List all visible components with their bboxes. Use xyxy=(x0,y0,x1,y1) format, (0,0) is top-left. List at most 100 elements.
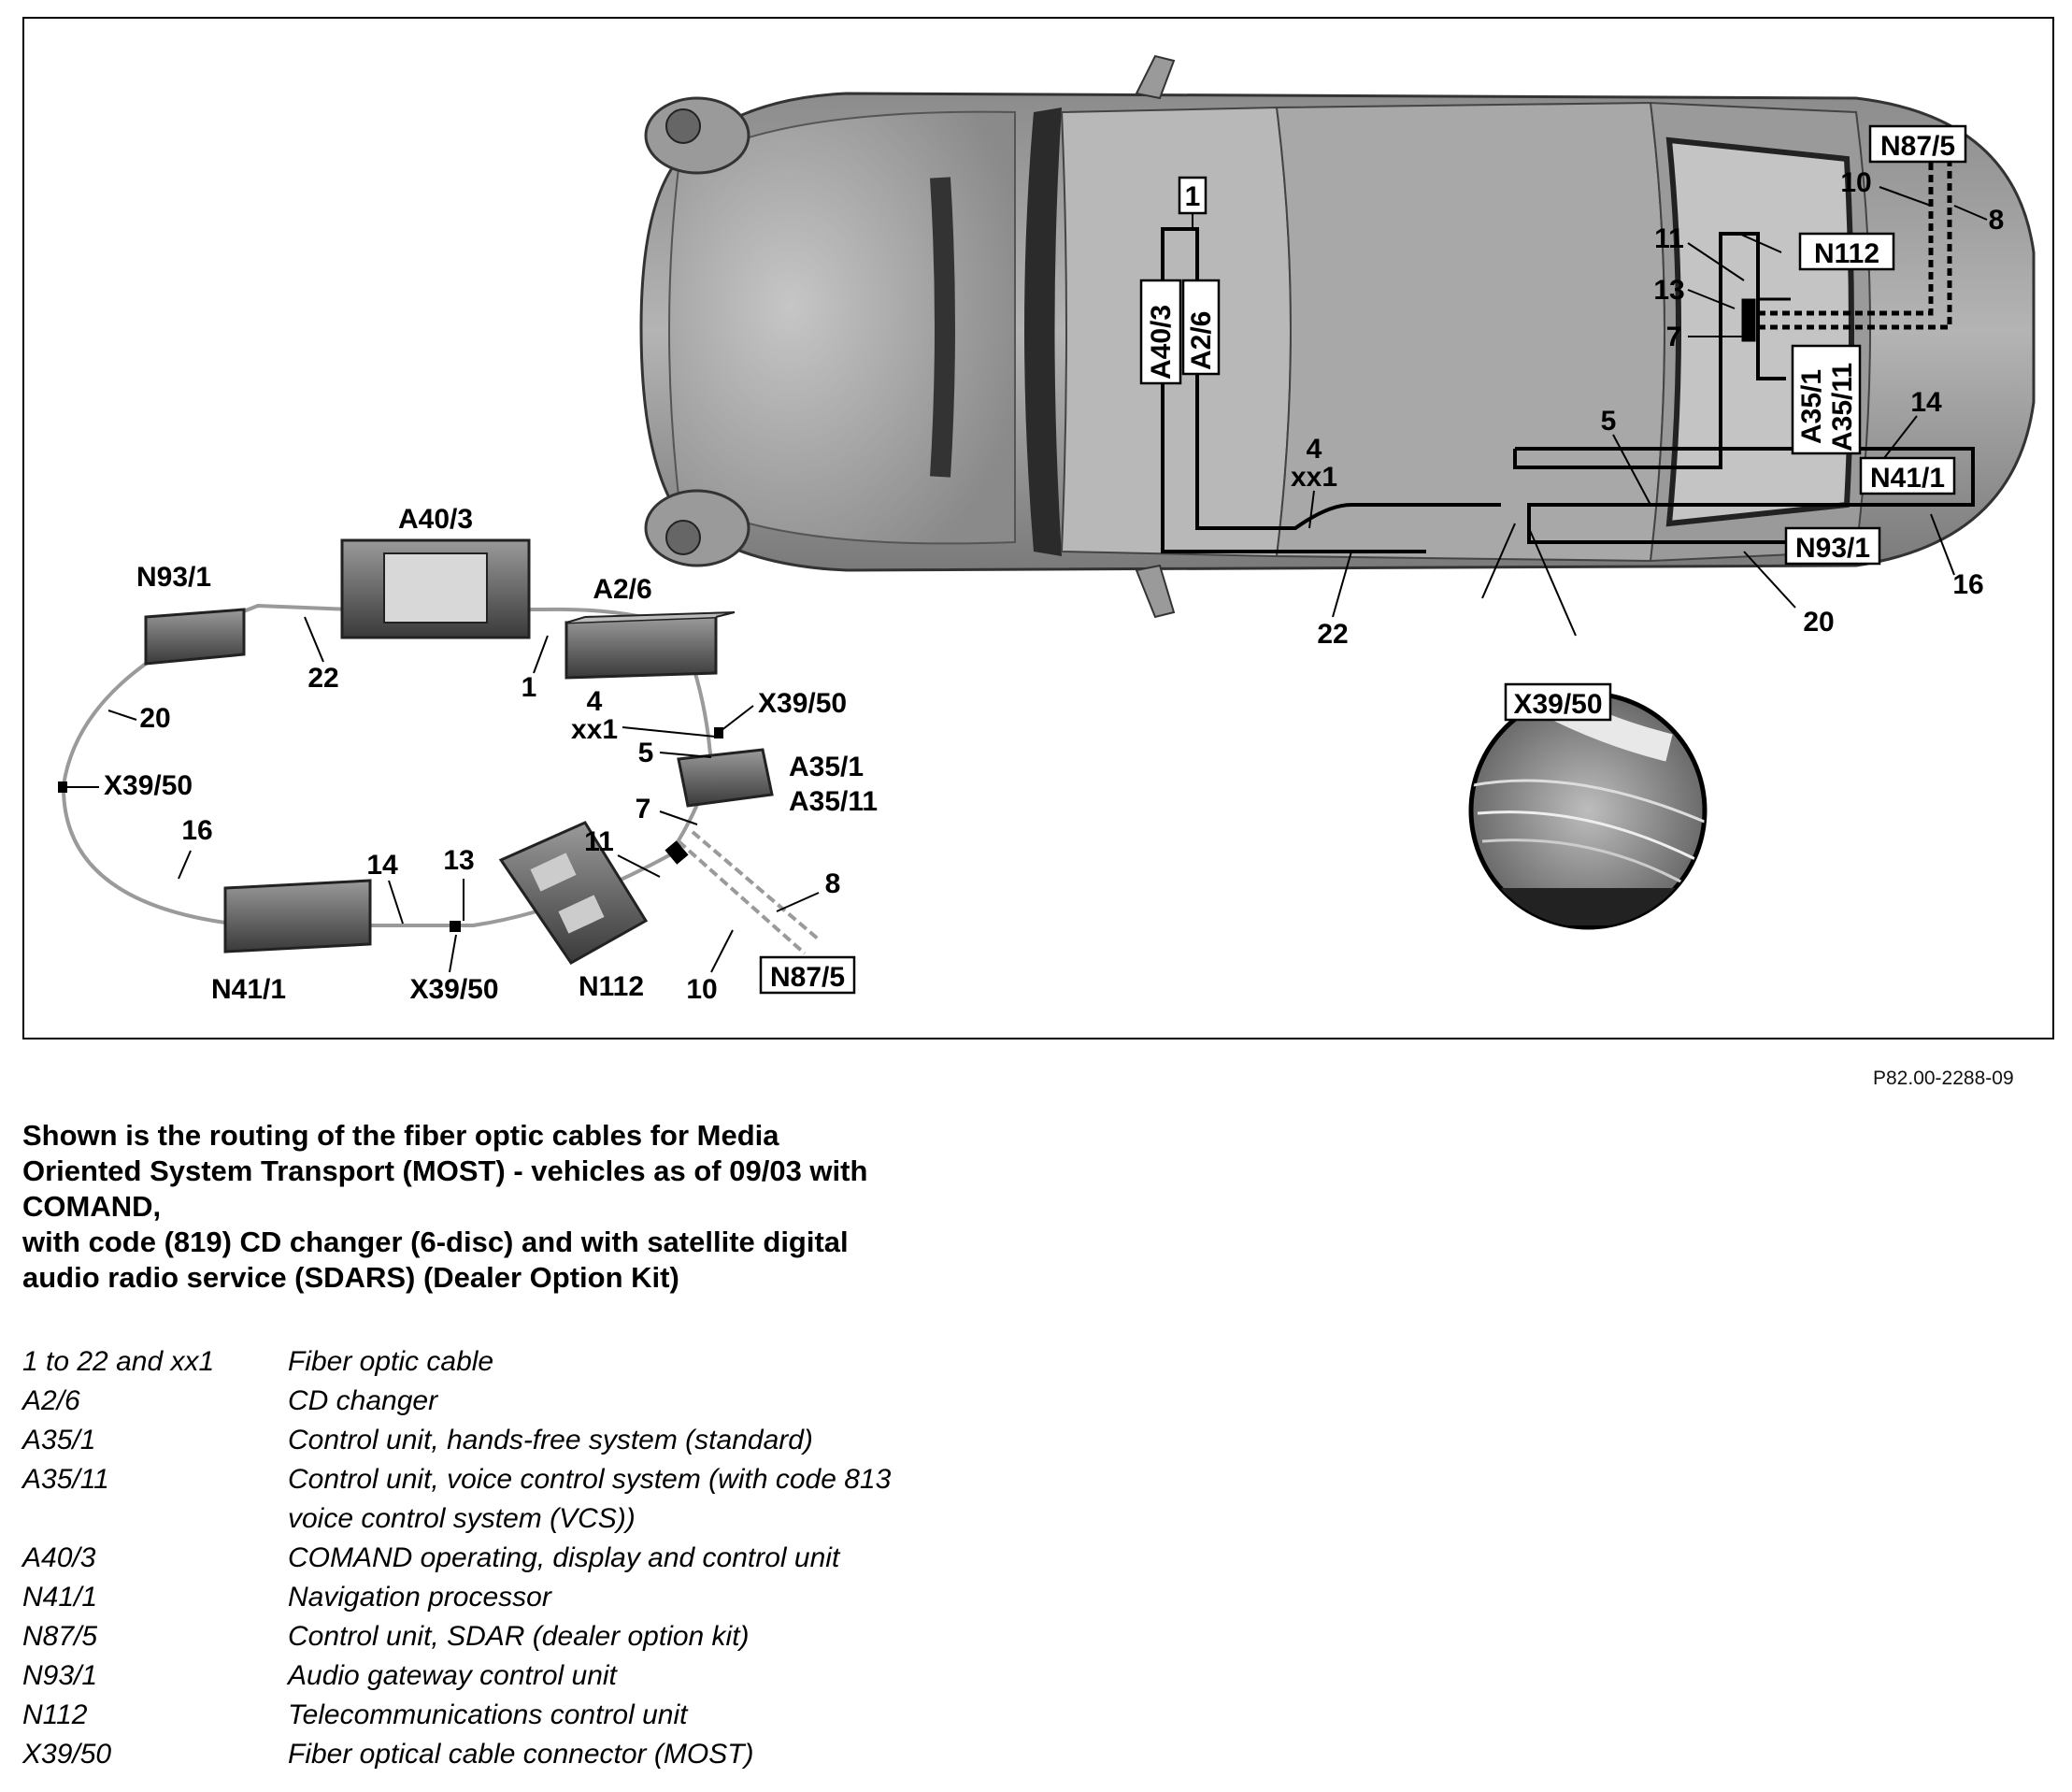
legend-code: N93/1 xyxy=(22,1660,98,1691)
car-label-a40-3: A40/3 xyxy=(1139,279,1182,385)
legend-description: Fiber optical cable connector (MOST) xyxy=(288,1739,754,1770)
legend-description: CD changer xyxy=(288,1385,438,1416)
figure-reference: P82.00-2288-09 xyxy=(1873,1068,2014,1089)
legend-code: A2/6 xyxy=(22,1385,80,1416)
audio-gateway-n93-1: N93/1 xyxy=(136,562,246,666)
legend-code xyxy=(22,1499,288,1539)
legend-code: N87/5 xyxy=(22,1621,98,1652)
svg-text:N112: N112 xyxy=(579,971,644,1002)
svg-text:N41/1: N41/1 xyxy=(211,974,286,1005)
car-label-xx1: xx1 xyxy=(1291,462,1337,493)
ring-label-c11: 11 xyxy=(584,826,614,857)
ring-label-c7: 7 xyxy=(636,794,651,824)
car-label-n112: N112 xyxy=(1798,232,1895,271)
ring-label-c1: 1 xyxy=(522,672,537,703)
legend-description: Control unit, voice control system (with… xyxy=(288,1464,892,1495)
svg-text:A35/1: A35/1 xyxy=(1796,369,1827,444)
legend-description: Control unit, SDAR (dealer option kit) xyxy=(288,1621,750,1652)
ring-label-c8: 8 xyxy=(825,868,841,899)
legend-table: 1 to 22 and xx1 Fiber optic cable A2/6 CD … xyxy=(22,1342,891,1774)
svg-text:A35/11: A35/11 xyxy=(1827,363,1858,452)
car-label-c10: 10 xyxy=(1840,167,1871,198)
ring-label-c22: 22 xyxy=(307,663,338,694)
ring-label-c4: 4 xyxy=(587,686,603,717)
ring-label-c16: 16 xyxy=(181,815,212,846)
legend-description: COMAND operating, display and control un… xyxy=(288,1542,840,1573)
car-label-c14: 14 xyxy=(1910,387,1942,418)
svg-text:A40/3: A40/3 xyxy=(398,504,473,535)
car-label-a35: A35/1 A35/11 xyxy=(1791,344,1862,455)
svg-text:N87/5: N87/5 xyxy=(770,962,845,993)
cd-changer-a2-6: A2/6 xyxy=(564,574,736,680)
caption: Shown is the routing of the fiber optic … xyxy=(22,1118,976,1296)
diagram-frame: 1 A40/3 A2/6 4 xx1 22 5 20 16 N93/1 N41/… xyxy=(22,17,2054,1039)
legend-description: voice control system (VCS)) xyxy=(288,1503,636,1534)
svg-text:N93/1: N93/1 xyxy=(1795,533,1870,564)
car-label-n93-1: N93/1 xyxy=(1784,526,1881,566)
legend-row: N87/5 Control unit, SDAR (dealer option k… xyxy=(22,1617,891,1656)
legend-row: 1 to 22 and xx1 Fiber optic cable xyxy=(22,1342,891,1382)
legend-row: A35/11 Control unit, voice control system… xyxy=(22,1460,891,1499)
legend-code: A35/1 xyxy=(22,1425,96,1455)
legend-row: N112 Telecommunications control unit xyxy=(22,1696,891,1735)
car-label-n41-1: N41/1 xyxy=(1859,456,1956,495)
car-label-c7: 7 xyxy=(1666,322,1682,352)
car-label-c1: 1 xyxy=(1178,176,1207,215)
legend-row: A2/6 CD changer xyxy=(22,1382,891,1421)
svg-text:A40/3: A40/3 xyxy=(1146,305,1177,380)
legend-description: Control unit, hands-free system (standar… xyxy=(288,1425,813,1455)
svg-text:N87/5: N87/5 xyxy=(1880,131,1955,162)
car-label-c16: 16 xyxy=(1952,569,1983,600)
svg-text:X39/50: X39/50 xyxy=(1513,689,1602,720)
legend-code: N112 xyxy=(22,1699,88,1730)
sdar-unit-n87-5: N87/5 xyxy=(759,955,856,995)
ring-leader-lines xyxy=(62,616,820,973)
legend-row: X39/50 Fiber optical cable connector (MOS… xyxy=(22,1735,891,1774)
caption-line: with code (819) CD changer (6-disc) and … xyxy=(22,1226,849,1258)
ring-label-x39-50-right: X39/50 xyxy=(758,688,847,719)
svg-text:1: 1 xyxy=(1185,181,1201,212)
legend-row: voice control system (VCS)) xyxy=(22,1499,891,1539)
ring-label-xx1: xx1 xyxy=(571,714,618,745)
comand-unit-a40-3: A40/3 xyxy=(340,504,531,639)
caption-line: COMAND, xyxy=(22,1190,162,1223)
legend-code: A40/3 xyxy=(22,1542,96,1573)
legend-code: X39/50 xyxy=(22,1739,112,1770)
svg-text:A35/1: A35/1 xyxy=(789,752,864,782)
ring-label-x39-50-bottom: X39/50 xyxy=(409,974,498,1005)
car-label-c22: 22 xyxy=(1317,619,1348,650)
car-leader-lines xyxy=(1192,186,1988,637)
telecom-unit-n112: N112 xyxy=(498,821,649,1002)
car-label-c20: 20 xyxy=(1803,607,1834,638)
legend-code: A35/11 xyxy=(22,1464,109,1495)
svg-text:N93/1: N93/1 xyxy=(136,562,211,593)
legend-row: A40/3 COMAND operating, display and contr… xyxy=(22,1539,891,1578)
car-label-c13: 13 xyxy=(1653,275,1684,306)
ring-label-c20: 20 xyxy=(139,703,170,734)
navigation-processor-n41-1: N41/1 xyxy=(211,879,372,1005)
ring-connectors xyxy=(58,727,723,932)
svg-text:N41/1: N41/1 xyxy=(1870,463,1945,494)
legend-code: 1 to 22 and xx1 xyxy=(22,1346,215,1377)
legend-code: N41/1 xyxy=(22,1582,98,1613)
legend-description: Fiber optic cable xyxy=(288,1346,494,1377)
car-label-c5: 5 xyxy=(1601,406,1617,437)
svg-text:A2/6: A2/6 xyxy=(1186,311,1217,370)
svg-text:A2/6: A2/6 xyxy=(593,574,651,605)
caption-line: audio radio service (SDARS) (Dealer Opti… xyxy=(22,1261,679,1294)
legend-row: A35/1 Control unit, hands-free system (st… xyxy=(22,1421,891,1460)
most-routing-diagram: 1 A40/3 A2/6 4 xx1 22 5 20 16 N93/1 N41/… xyxy=(58,54,2036,1005)
ring-label-c14: 14 xyxy=(366,850,398,881)
ring-label-c10: 10 xyxy=(686,974,717,1005)
car-label-c11: 11 xyxy=(1654,223,1684,254)
ring-label-c13: 13 xyxy=(443,845,474,876)
svg-text:N112: N112 xyxy=(1814,238,1879,269)
ring-label-c5: 5 xyxy=(638,738,654,768)
car-label-n87-5: N87/5 xyxy=(1868,124,1967,164)
control-unit-a35: A35/1 A35/11 xyxy=(677,748,878,817)
car-label-a2-6: A2/6 xyxy=(1181,279,1221,376)
legend-description: Telecommunications control unit xyxy=(288,1699,688,1730)
car-label-c4: 4 xyxy=(1307,434,1322,465)
caption-line: Oriented System Transport (MOST) - vehic… xyxy=(22,1154,868,1187)
